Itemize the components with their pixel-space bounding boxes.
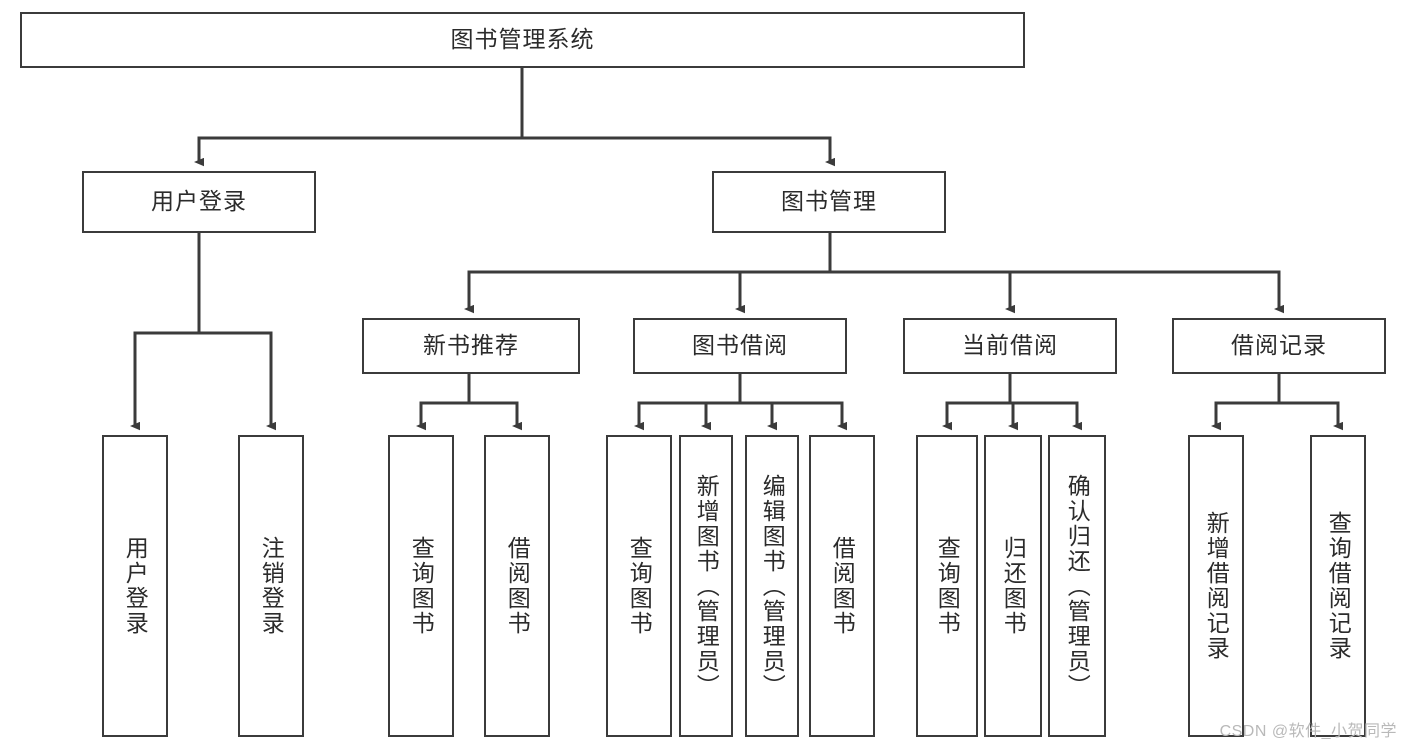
leaf-confirm-return-admin-label: 确认归还（管理员） [1064, 473, 1091, 699]
leaf-borrow-book[interactable]: 借阅图书 [809, 435, 875, 737]
leaf-user-login[interactable]: 用户登录 [102, 435, 168, 737]
csdn-watermark: CSDN @软件_小贺同学 [1219, 723, 1397, 740]
leaf-add-borrow-record-label: 新增借阅记录 [1203, 511, 1230, 661]
node-new-book-recommend-label: 新书推荐 [423, 332, 519, 359]
leaf-borrow-book-newbook[interactable]: 借阅图书 [484, 435, 550, 737]
leaf-add-book-admin[interactable]: 新增图书（管理员） [679, 435, 733, 737]
leaf-return-book[interactable]: 归还图书 [984, 435, 1042, 737]
node-book-borrow-label: 图书借阅 [692, 332, 788, 359]
leaf-logout-label: 注销登录 [258, 536, 285, 636]
node-book-management-label: 图书管理 [781, 188, 877, 215]
node-root-label: 图书管理系统 [450, 26, 595, 53]
leaf-query-borrow-record[interactable]: 查询借阅记录 [1310, 435, 1366, 737]
node-borrow-records[interactable]: 借阅记录 [1172, 318, 1386, 374]
node-root[interactable]: 图书管理系统 [20, 12, 1025, 68]
leaf-edit-book-admin-label: 编辑图书（管理员） [759, 473, 786, 699]
leaf-borrow-book-newbook-label: 借阅图书 [504, 536, 531, 636]
leaf-user-login-label: 用户登录 [122, 536, 149, 636]
leaf-add-borrow-record[interactable]: 新增借阅记录 [1188, 435, 1244, 737]
leaf-query-borrow-record-label: 查询借阅记录 [1325, 511, 1352, 661]
node-user-login-label: 用户登录 [151, 188, 247, 215]
leaf-query-book-borrow-label: 查询图书 [626, 536, 653, 636]
node-borrow-records-label: 借阅记录 [1231, 332, 1327, 359]
leaf-query-book-borrow[interactable]: 查询图书 [606, 435, 672, 737]
leaf-edit-book-admin[interactable]: 编辑图书（管理员） [745, 435, 799, 737]
leaf-query-book-newbook[interactable]: 查询图书 [388, 435, 454, 737]
leaf-confirm-return-admin[interactable]: 确认归还（管理员） [1048, 435, 1106, 737]
node-user-login[interactable]: 用户登录 [82, 171, 316, 233]
leaf-query-book-current[interactable]: 查询图书 [916, 435, 978, 737]
leaf-logout[interactable]: 注销登录 [238, 435, 304, 737]
leaf-add-book-admin-label: 新增图书（管理员） [693, 473, 720, 699]
leaf-query-book-current-label: 查询图书 [934, 536, 961, 636]
node-book-management[interactable]: 图书管理 [712, 171, 946, 233]
node-current-borrow[interactable]: 当前借阅 [903, 318, 1117, 374]
leaf-return-book-label: 归还图书 [1000, 536, 1027, 636]
leaf-query-book-newbook-label: 查询图书 [408, 536, 435, 636]
node-new-book-recommend[interactable]: 新书推荐 [362, 318, 580, 374]
leaf-borrow-book-label: 借阅图书 [829, 536, 856, 636]
node-book-borrow[interactable]: 图书借阅 [633, 318, 847, 374]
node-current-borrow-label: 当前借阅 [962, 332, 1058, 359]
